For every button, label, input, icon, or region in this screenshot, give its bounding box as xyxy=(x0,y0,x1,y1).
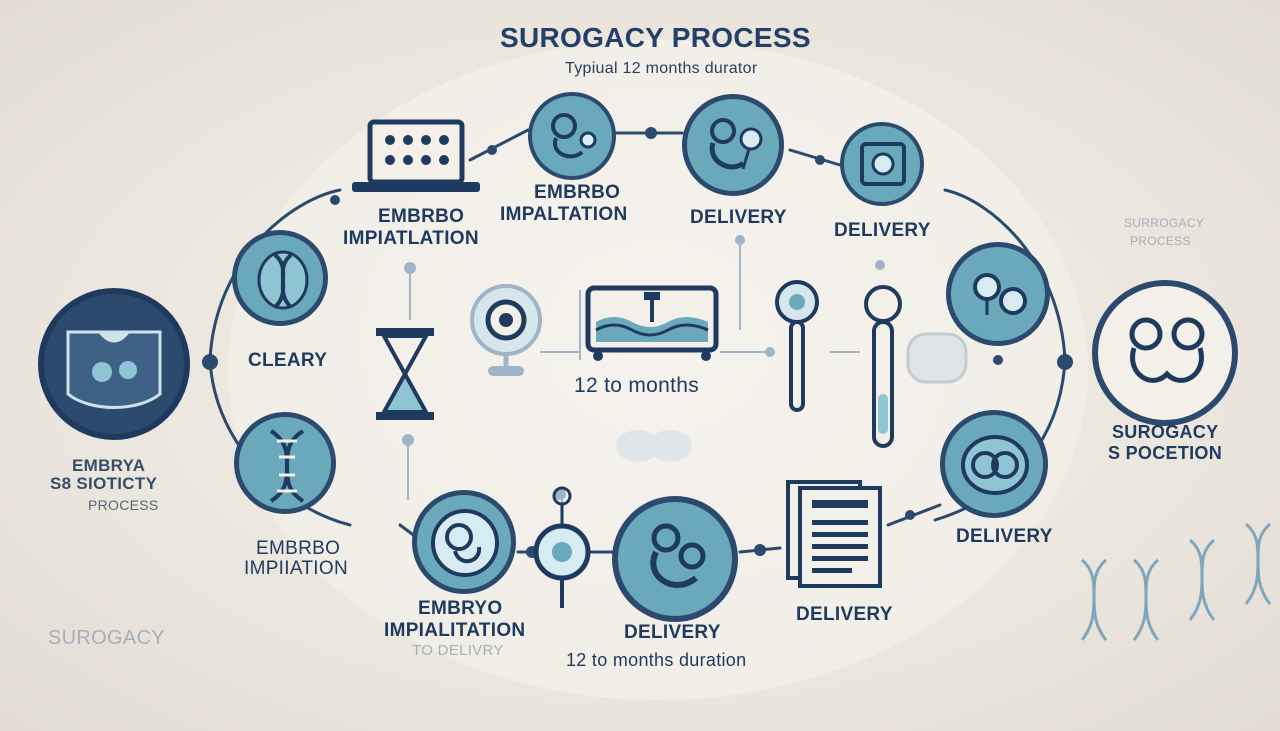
baby-node xyxy=(528,92,616,180)
label-duration: 12 to months duration xyxy=(566,650,747,670)
label-delivery-top: DELIVERY xyxy=(690,207,787,228)
twin-babies-node xyxy=(1092,280,1238,426)
label-cleary: CLEARY xyxy=(248,350,328,371)
monitor-node xyxy=(840,122,924,206)
label-implantation-a: IMPIATLATION xyxy=(343,228,479,249)
baby-icon xyxy=(551,113,597,159)
pill-icon xyxy=(906,332,968,384)
mother-baby-node xyxy=(612,496,738,622)
watermark-surrogacy: SUROGACY xyxy=(48,627,165,649)
mother-baby-icon xyxy=(650,523,706,588)
parent-baby-node xyxy=(682,94,784,196)
diagram-subtitle: Typiual 12 months durator xyxy=(565,60,758,77)
label-embryo-a: EMBRBO xyxy=(378,206,465,227)
dna-cell-icon xyxy=(257,250,309,310)
dna-cell-node xyxy=(232,230,328,326)
sperm-egg-icon xyxy=(973,273,1027,315)
sperm-egg-node xyxy=(946,242,1050,346)
label-embryo-b: EMBRBO xyxy=(534,182,621,203)
label-to-delivery: TO DELIVRY xyxy=(412,642,504,659)
dna-helix-icon xyxy=(269,429,305,503)
embryo-cell-icon xyxy=(431,509,499,577)
label-position-right: S POCETION xyxy=(1108,443,1223,463)
cell-division-node xyxy=(940,410,1048,518)
test-tube-icon xyxy=(864,285,902,448)
label-left-c: PROCESS xyxy=(88,497,159,513)
dna-strands-icon xyxy=(1080,522,1272,641)
parent-baby-icon xyxy=(709,118,763,170)
target-icon xyxy=(533,486,591,608)
microscope-icon xyxy=(470,284,542,376)
monitor-icon xyxy=(860,142,906,186)
label-delivery-bottom-right: DELIVERY xyxy=(796,604,893,625)
label-implantation-c: IMPIIATION xyxy=(244,558,348,579)
twin-babies-icon xyxy=(1129,317,1205,383)
documents-icon xyxy=(786,480,882,588)
ultrasound-node xyxy=(38,288,190,440)
laptop-icon xyxy=(352,119,480,192)
embryo-cell-node xyxy=(412,490,516,594)
label-left-b: S8 SIOTICTY xyxy=(50,474,158,493)
dna-helix-node xyxy=(234,412,336,514)
uterus-ultrasound-icon xyxy=(66,330,162,409)
diagram-title: SUROGACY PROCESS xyxy=(500,22,811,53)
label-surrogacy-right: SUROGACY xyxy=(1112,422,1219,442)
incubator-icon xyxy=(585,285,719,361)
label-implantation-d: IMPIALITATION xyxy=(384,620,526,641)
label-implantation-b: IMPALTATION xyxy=(500,204,628,225)
label-delivery-right-top: DELIVERY xyxy=(834,220,931,241)
label-faint-process: PROCESS xyxy=(1130,234,1191,248)
pipette-icon xyxy=(775,280,819,412)
label-delivery-right: DELIVERY xyxy=(956,526,1053,547)
label-embryo-c: EMBRBO xyxy=(256,538,341,559)
label-embryo-d: EMBRYO xyxy=(418,598,503,619)
label-delivery-bottom: DELIVERY xyxy=(624,622,721,643)
cell-cluster-icon xyxy=(616,430,692,462)
label-left-a: EMBRYA xyxy=(72,456,146,475)
cell-division-icon xyxy=(961,435,1029,495)
label-faint-surrogacy: SURROGACY xyxy=(1124,216,1205,230)
label-center-months: 12 to months xyxy=(574,374,700,397)
hourglass-icon xyxy=(376,328,434,420)
